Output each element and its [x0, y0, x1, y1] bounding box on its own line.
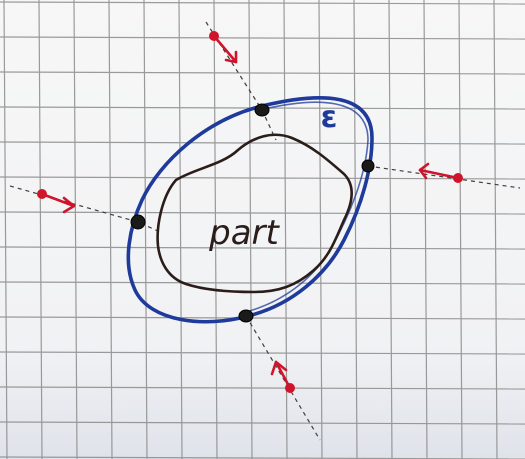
force-arrows [37, 31, 463, 393]
grid-line-horizontal [0, 141, 525, 145]
grid-line-vertical [318, 0, 323, 459]
epsilon-boundary-retrace [245, 101, 369, 313]
grid-line-vertical [3, 0, 8, 459]
contact-point-right [361, 159, 375, 173]
epsilon-label: ε [321, 100, 338, 135]
contact-points [130, 103, 375, 323]
grid-line-vertical [178, 0, 183, 459]
grid-line-horizontal [0, 36, 525, 40]
grid-line-vertical [353, 0, 358, 459]
grid-line-vertical [423, 0, 428, 459]
grid-line-vertical [73, 0, 78, 459]
grid-line-horizontal [0, 71, 525, 75]
grid-line-horizontal [0, 1, 525, 5]
grid-line-horizontal [0, 246, 525, 250]
contact-point-bottom [238, 309, 254, 323]
grid-line-vertical [248, 0, 253, 459]
grid-line-horizontal [0, 386, 525, 390]
guide-line-right [367, 165, 521, 189]
grid-line-vertical [38, 0, 43, 459]
grid-line-horizontal [0, 176, 525, 180]
grid-line-horizontal [0, 281, 525, 285]
force-arrow-top [209, 31, 238, 64]
grid-line-horizontal [0, 351, 525, 355]
contact-point-left [130, 214, 146, 230]
contact-point-top [254, 103, 270, 117]
grid-line-horizontal [0, 211, 525, 215]
grid-line-vertical [458, 0, 463, 459]
grid-line-vertical [388, 0, 393, 459]
force-arrow-right [418, 162, 463, 183]
grid-line-horizontal [0, 316, 525, 320]
part-label: part [208, 213, 280, 253]
force-arrow-bottom [270, 360, 295, 393]
grid-line-vertical [143, 0, 148, 459]
force-arrow-left [37, 189, 76, 214]
grid-line-vertical [493, 0, 498, 459]
part-outline [156, 133, 353, 294]
grid-line-vertical [213, 0, 218, 459]
grid-line-vertical [108, 0, 113, 459]
grid-line-horizontal [0, 421, 525, 425]
guide-line-bottom [245, 315, 321, 441]
